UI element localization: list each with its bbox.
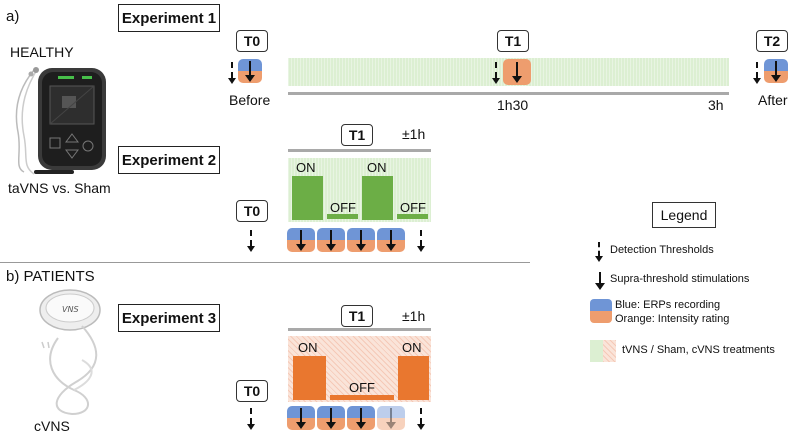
healthy-label: HEALTHY [10,44,74,60]
exp3-t1-box: T1 [341,305,373,327]
exp1-t0-supra-arrow [245,61,255,82]
exp2-block-label-1: ON [296,160,316,175]
legend-supra-label: Supra-threshold stimulations [610,273,750,285]
exp2-block-label-3: ON [367,160,387,175]
section-a-label: a) [6,8,20,25]
exp3-cell-1-arrow [296,408,306,429]
exp2-t0-detection-arrow [247,230,255,252]
exp2-block-bar-4 [397,214,428,219]
exp1-t1-supra-arrow [512,62,522,83]
experiment-1-title: Experiment 1 [118,4,220,32]
legend-blue-label: Blue: ERPs recording [615,299,721,311]
exp2-cell-4-arrow [386,230,396,251]
section-divider [0,262,530,263]
exp3-cell-3-arrow [356,408,366,429]
exp3-block-bar-1 [293,356,326,400]
device-caption-tavns: taVNS vs. Sham [8,180,111,196]
exp1-tick-mid: 1h30 [497,97,529,113]
exp3-block-label-1: ON [298,340,318,355]
exp2-block-label-2: OFF [330,200,356,215]
exp1-t0-detection-arrow [228,62,236,84]
exp3-tolerance: ±1h [402,308,426,324]
exp1-after-label: After [758,92,788,108]
exp1-t1-box: T1 [497,30,529,52]
experiment-3-title: Experiment 3 [118,304,220,332]
exp2-timeline-axis [288,149,431,152]
legend-detection-arrow [595,242,603,262]
svg-text:VNS: VNS [62,305,79,314]
exp1-tick-end: 3h [708,97,724,113]
exp1-t2-detection-arrow [753,62,761,84]
exp1-t2-box: T2 [756,30,788,52]
exp2-block-bar-3 [362,176,393,220]
legend-blue-swatch [590,299,612,311]
exp2-block-label-4: OFF [400,200,426,215]
implanted-device-icon: VNS [39,289,101,416]
exp3-block-bar-2 [330,395,394,400]
exp3-block-label-2: OFF [349,380,375,395]
exp2-cell-2-arrow [326,230,336,251]
exp2-t0-box: T0 [236,200,268,222]
legend-green-swatch [590,340,603,362]
exp1-t1-detection-arrow [492,62,500,84]
exp2-cell-1-arrow [296,230,306,251]
exp3-t0-box: T0 [236,380,268,402]
legend-orange-label: Orange: Intensity rating [615,313,730,325]
stimulator-device-icon [15,67,106,175]
exp2-t1-box: T1 [341,124,373,146]
exp1-t0-box: T0 [236,30,268,52]
exp3-cell-4-arrow [386,408,396,429]
exp3-timeline-axis [288,328,431,331]
legend-treatment-label: tVNS / Sham, cVNS treatments [622,344,775,356]
exp3-block-label-3: ON [402,340,422,355]
exp1-timeline-axis [288,92,729,95]
exp3-cell-4-faded [377,406,405,430]
exp2-block-bar-1 [292,176,323,220]
exp2-end-detection-arrow [417,230,425,252]
exp3-cell-2-arrow [326,408,336,429]
legend-orange-swatch [590,311,612,323]
experiment-2-title: Experiment 2 [118,146,220,174]
device-caption-cvns: cVNS [34,418,70,434]
legend-supra-arrow [595,272,605,290]
section-b-label: b) PATIENTS [6,268,95,285]
legend-detection-label: Detection Thresholds [610,244,714,256]
exp3-end-detection-arrow [417,408,425,430]
exp3-block-bar-3 [398,356,429,400]
legend-title: Legend [652,202,716,228]
exp3-t0-detection-arrow [247,408,255,430]
exp2-block-bar-2 [327,214,358,219]
exp2-cell-3-arrow [356,230,366,251]
exp1-before-label: Before [229,92,271,108]
exp2-tolerance: ±1h [402,126,426,142]
legend-pink-swatch [603,340,616,362]
exp1-t2-supra-arrow [771,61,781,82]
